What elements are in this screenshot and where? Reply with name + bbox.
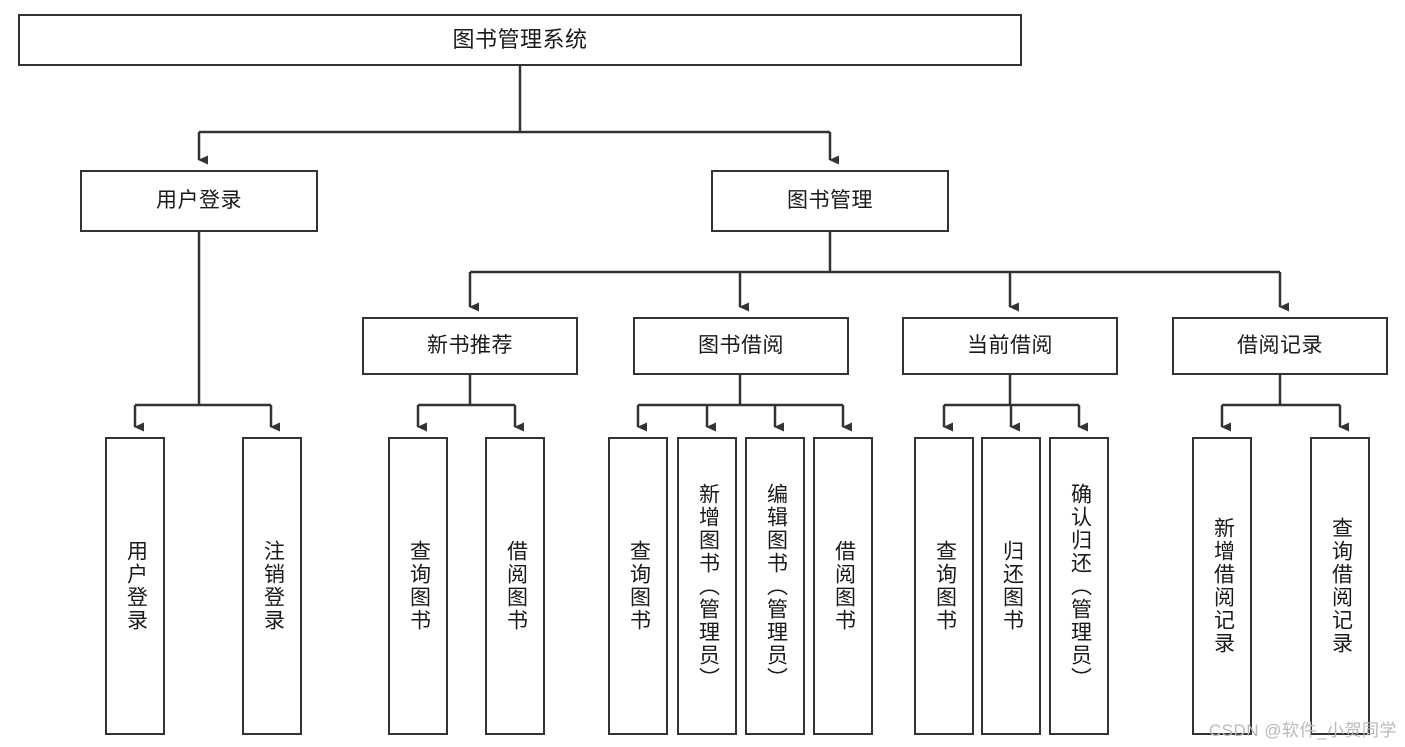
node-label: 编辑图书（管理员）	[764, 482, 788, 690]
node-label: 用户登录	[156, 188, 242, 212]
leaf-add-borrow-record[interactable]: 新增借阅记录	[1192, 437, 1252, 735]
node-label: 查询图书	[407, 540, 431, 632]
node-label: 查询图书	[627, 540, 651, 632]
node-borrow-record[interactable]: 借阅记录	[1172, 317, 1388, 375]
node-label: 查询借阅记录	[1329, 517, 1353, 655]
leaf-user-login[interactable]: 用户登录	[105, 437, 165, 735]
leaf-query-book-borrow[interactable]: 查询图书	[608, 437, 668, 735]
node-label: 新书推荐	[427, 333, 513, 357]
node-book-management[interactable]: 图书管理	[711, 170, 949, 232]
leaf-edit-book-admin[interactable]: 编辑图书（管理员）	[745, 437, 805, 735]
leaf-add-book-admin[interactable]: 新增图书（管理员）	[677, 437, 737, 735]
node-label: 归还图书	[1000, 540, 1024, 632]
node-label: 新增图书（管理员）	[696, 482, 720, 690]
leaf-query-book-recommend[interactable]: 查询图书	[388, 437, 448, 735]
node-root-book-management-system[interactable]: 图书管理系统	[18, 14, 1022, 66]
node-label: 用户登录	[124, 540, 148, 632]
leaf-borrow-book-recommend[interactable]: 借阅图书	[485, 437, 545, 735]
node-label: 图书借阅	[698, 333, 784, 357]
node-label: 新增借阅记录	[1211, 517, 1235, 655]
leaf-query-book-current[interactable]: 查询图书	[914, 437, 974, 735]
node-book-borrow[interactable]: 图书借阅	[633, 317, 849, 375]
node-label: 借阅图书	[832, 540, 856, 632]
watermark: CSDN @软件_小贺同学	[1208, 721, 1397, 740]
node-current-borrow[interactable]: 当前借阅	[902, 317, 1118, 375]
node-label: 图书管理系统	[452, 27, 588, 53]
node-label: 当前借阅	[967, 333, 1053, 357]
node-label: 借阅记录	[1237, 333, 1323, 357]
node-label: 注销登录	[261, 540, 285, 632]
node-label: 借阅图书	[504, 540, 528, 632]
leaf-confirm-return-admin[interactable]: 确认归还（管理员）	[1049, 437, 1109, 735]
node-label: 确认归还（管理员）	[1068, 482, 1092, 690]
node-label: 图书管理	[787, 188, 873, 212]
node-user-login[interactable]: 用户登录	[80, 170, 318, 232]
leaf-logout-login[interactable]: 注销登录	[242, 437, 302, 735]
leaf-return-book[interactable]: 归还图书	[981, 437, 1041, 735]
node-label: 查询图书	[933, 540, 957, 632]
leaf-borrow-book[interactable]: 借阅图书	[813, 437, 873, 735]
leaf-query-borrow-record[interactable]: 查询借阅记录	[1310, 437, 1370, 735]
node-new-book-recommend[interactable]: 新书推荐	[362, 317, 578, 375]
